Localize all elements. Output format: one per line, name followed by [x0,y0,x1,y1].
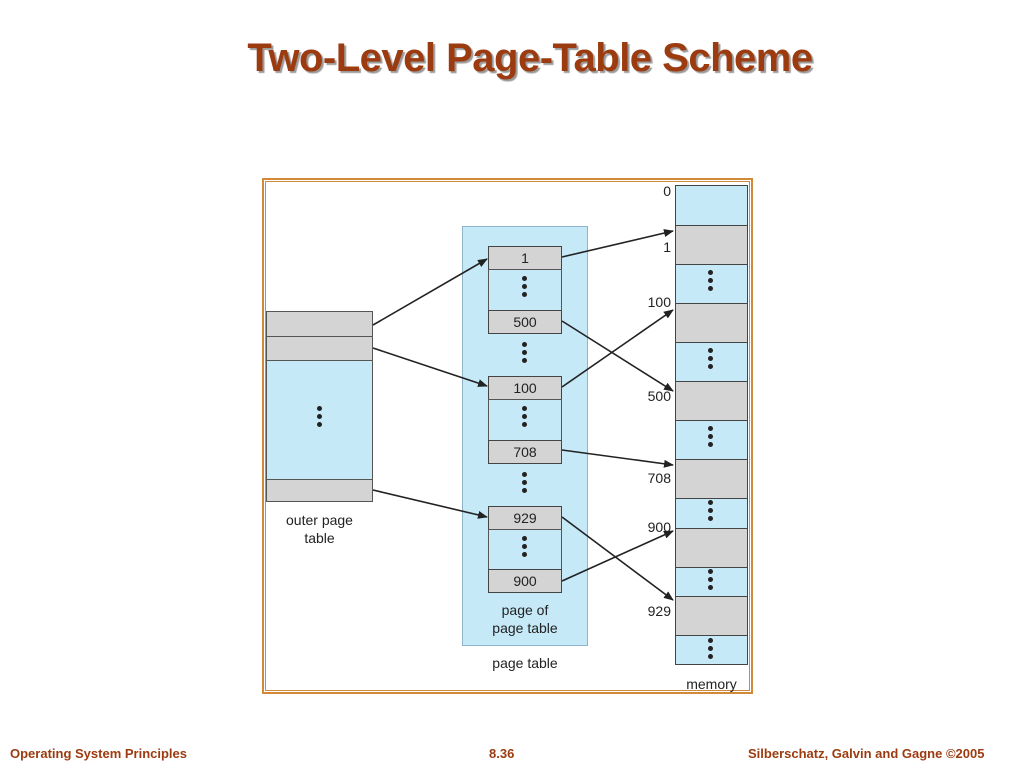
page-table-entry: 100 [488,376,562,400]
ellipsis-icon [522,342,528,366]
footer-slide-number: 8.36 [489,746,515,761]
ellipsis-icon [708,270,714,294]
arrow-outer-to-entry-929 [372,489,488,519]
outer-page-table-label: outer page table [266,511,373,547]
footer-course: Operating System Principles [10,746,188,761]
page-table-gap [488,529,562,570]
diagram-frame [262,178,753,694]
outer-label-line2: table [304,530,335,546]
ellipsis-icon [522,406,528,430]
memory-address-label: 1 [663,239,671,255]
memory-label: memory [686,676,737,692]
memory-frame [675,459,748,499]
arrow-entry-929-to-mem-929 [561,516,674,601]
outer-label-line1: outer page [286,512,353,528]
arrow-entry-900-to-mem-900 [561,530,674,582]
ellipsis-icon [317,406,323,430]
page-table-entry: 500 [488,310,562,334]
page-table-entry: 1 [488,246,562,270]
ellipsis-icon [522,536,528,560]
slide-title: Two-Level Page-Table Scheme [247,36,813,80]
page-table-label: page table [492,655,558,671]
page-table-entry: 708 [488,440,562,464]
ellipsis-icon [708,500,714,524]
arrow-entry-500-to-mem-500 [561,320,674,392]
arrow-entry-100-to-mem-100 [561,309,674,388]
ellipsis-icon [708,569,714,593]
page-table-entry: 929 [488,506,562,530]
memory-address-label: 500 [647,388,671,404]
footer-copyright: Silberschatz, Galvin and Gagne ©2005 [748,746,985,761]
arrow-outer-to-entry-100 [372,347,488,387]
memory-address-label: 100 [647,294,671,310]
outer-table-entry [266,311,373,337]
outer-table-body [266,360,373,480]
page-table-entry: 900 [488,569,562,593]
memory-frame [675,303,748,343]
ellipsis-icon [708,638,714,662]
ellipsis-icon [708,348,714,372]
memory-frame [675,596,748,636]
ellipsis-icon [522,276,528,300]
ellipsis-icon [522,472,528,496]
page-of-label-line2: page table [492,620,558,636]
arrow-entry-1-to-mem-1 [561,229,674,258]
page-of-label-line1: page of [501,602,549,618]
arrow-outer-to-entry-1 [372,258,488,326]
ellipsis-icon [708,426,714,450]
memory-address-label: 0 [663,183,671,199]
page-of-page-table-label: page of page table [462,601,588,637]
memory-address-label: 929 [647,603,671,619]
memory-address-label: 708 [647,470,671,486]
arrow-entry-708-to-mem-708 [561,449,674,468]
outer-table-entry [266,479,373,502]
